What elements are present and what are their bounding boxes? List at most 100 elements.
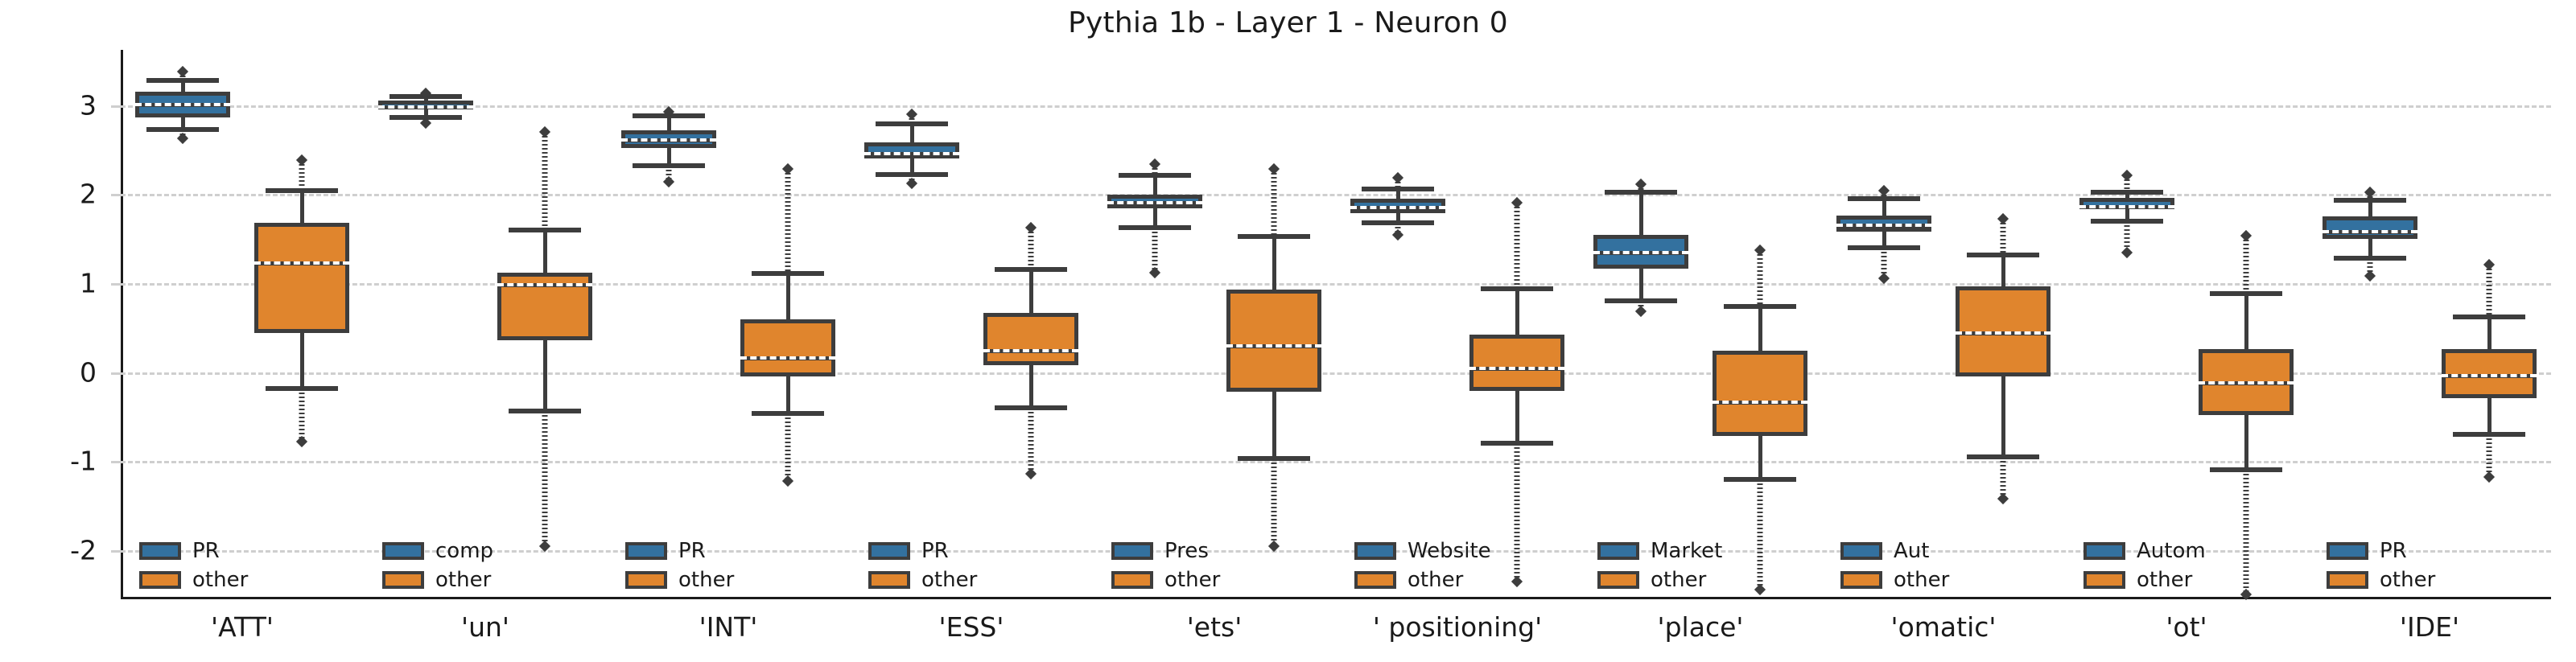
legend-entry-other[interactable]: other [2327, 568, 2435, 592]
legend-label: other [2380, 568, 2436, 593]
legend-entry-other[interactable]: other [1597, 568, 1722, 592]
y-tick-label: 3 [80, 89, 97, 121]
legend-label: other [2137, 568, 2193, 593]
outlier-cluster [2486, 434, 2492, 478]
median-dash [1713, 401, 1807, 405]
legend-label: other [1164, 568, 1221, 593]
whisker-cap [995, 267, 1067, 273]
legend-entry-other[interactable]: other [1354, 568, 1491, 592]
legend-entry-token[interactable]: PR [868, 539, 977, 563]
legend-swatch-orange [1111, 571, 1153, 590]
outlier-cluster [1271, 169, 1277, 237]
outlier-cluster [785, 169, 791, 273]
legend-swatch-blue [139, 542, 181, 561]
legend-entry-token[interactable]: PR [139, 539, 248, 563]
outlier-cluster [1514, 443, 1520, 582]
box [1713, 351, 1807, 437]
legend-entry-other[interactable]: other [2083, 568, 2206, 592]
legend-entry-token[interactable]: comp [382, 539, 493, 563]
outlier-cluster [785, 413, 791, 481]
median-dash [378, 105, 473, 109]
x-tick-label: 'un' [461, 611, 509, 643]
outlier-point [2364, 187, 2376, 199]
legend-swatch-orange [382, 571, 424, 590]
legend-group-4: Pres other [1111, 539, 1220, 597]
legend-entry-token[interactable]: Market [1597, 539, 1722, 563]
legend-swatch-blue [868, 542, 910, 561]
legend-entry-other[interactable]: other [625, 568, 734, 592]
legend-swatch-blue [1354, 542, 1396, 561]
x-tick-label: 'ESS' [938, 611, 1004, 643]
median-dash [2442, 373, 2537, 377]
median-dash [2079, 204, 2174, 208]
legend-label: Market [1651, 539, 1723, 564]
whisker-cap [509, 227, 581, 232]
legend-label: Website [1408, 539, 1491, 564]
y-tick-mark [111, 461, 121, 464]
legend-entry-other[interactable]: other [382, 568, 493, 592]
box-group-1 [121, 50, 2551, 599]
outlier-cluster [2124, 220, 2130, 253]
legend-swatch-orange [1354, 571, 1396, 590]
box-group-4 [121, 50, 2551, 599]
box-group-6 [121, 50, 2551, 599]
y-tick-mark [111, 550, 121, 553]
legend-entry-token[interactable]: PR [625, 539, 734, 563]
legend-label: other [1651, 568, 1707, 593]
outlier-cluster [2000, 456, 2006, 499]
legend-entry-token[interactable]: PR [2327, 539, 2435, 563]
grid-line [121, 105, 2551, 108]
legend-entry-token[interactable]: Autom [2083, 539, 2206, 563]
legend-entry-token[interactable]: Aut [1840, 539, 1949, 563]
whisker-cap [266, 187, 338, 193]
median-dash [1593, 251, 1688, 255]
legend-label: other [1408, 568, 1464, 593]
outlier-cluster [1028, 408, 1034, 474]
legend-group-1: comp other [382, 539, 493, 597]
x-tick-label: 'ets' [1186, 611, 1243, 643]
y-tick-label: -1 [70, 445, 97, 477]
outlier-cluster [2367, 258, 2373, 277]
box-group-0 [121, 50, 2551, 599]
legend-label: other [435, 568, 492, 593]
legend-entry-other[interactable]: other [868, 568, 977, 592]
median-dash [2199, 380, 2294, 384]
y-tick-label: -2 [70, 534, 97, 566]
y-tick-mark [111, 105, 121, 108]
whisker-cap [146, 77, 219, 83]
legend-swatch-blue [1840, 542, 1882, 561]
median-dash [983, 348, 1078, 352]
median-dash [135, 103, 230, 107]
legend-group-6: Market other [1597, 539, 1722, 597]
legend-entry-token[interactable]: Pres [1111, 539, 1220, 563]
legend-entry-other[interactable]: other [139, 568, 248, 592]
median-dash [864, 152, 959, 156]
legend-swatch-blue [1111, 542, 1153, 561]
legend-label: Autom [2137, 539, 2206, 564]
whisker-cap [1967, 252, 2039, 257]
x-tick-label: 'omatic' [1890, 611, 1997, 643]
legend-label: other [192, 568, 249, 593]
legend-entry-token[interactable]: Website [1354, 539, 1491, 563]
box [1226, 289, 1321, 393]
median-dash [1226, 344, 1321, 348]
median-dash [740, 356, 835, 360]
legend-swatch-orange [868, 571, 910, 590]
legend-entry-other[interactable]: other [1840, 568, 1949, 592]
box-group-8 [121, 50, 2551, 601]
legend-entry-other[interactable]: other [1111, 568, 1220, 592]
box-group-2 [121, 50, 2551, 599]
legend-swatch-orange [2327, 571, 2368, 590]
outlier-cluster [1152, 163, 1158, 176]
x-tick-label: 'INT' [699, 611, 758, 643]
y-tick-label: 0 [80, 356, 97, 389]
median-dash [254, 261, 349, 265]
box [1469, 335, 1564, 391]
y-tick-label: 1 [80, 267, 97, 299]
plot-area [121, 50, 2551, 601]
outlier-cluster [1757, 479, 1763, 590]
legend-swatch-blue [625, 542, 667, 561]
whisker-cap [2210, 291, 2282, 297]
outlier-cluster [1395, 222, 1401, 236]
whisker-cap [1848, 195, 1920, 201]
